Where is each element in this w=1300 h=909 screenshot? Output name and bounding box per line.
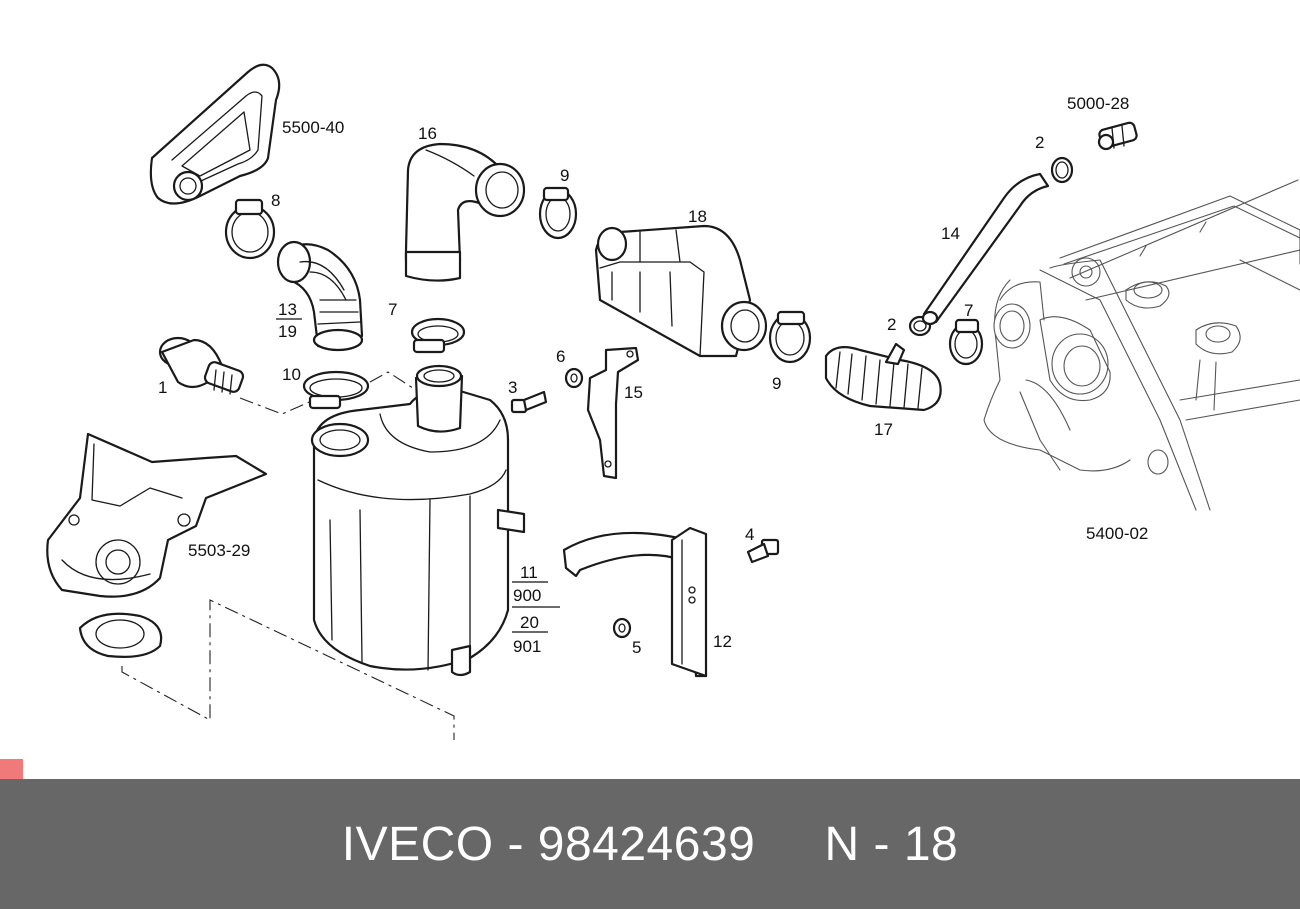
callout-11: 11 xyxy=(520,563,538,582)
part-washer-6 xyxy=(564,367,584,389)
callout-3: 3 xyxy=(508,378,517,397)
callout-18: 18 xyxy=(688,207,707,226)
part-nut-5 xyxy=(612,617,632,639)
callout-7a: 7 xyxy=(388,300,397,319)
callout-17: 17 xyxy=(874,420,893,439)
callout-5503-29: 5503-29 xyxy=(188,541,250,560)
callout-16: 16 xyxy=(418,124,437,143)
callout-9b: 9 xyxy=(772,374,781,393)
footer-bar: IVECO - 98424639 N - 18 xyxy=(0,779,1300,909)
part-cylinder-head xyxy=(983,179,1300,511)
callout-901: 901 xyxy=(513,637,541,656)
part-airflow-meter-18 xyxy=(594,224,768,358)
part-mounting-bracket xyxy=(46,432,268,598)
part-bolt-4 xyxy=(746,538,780,564)
part-valve-fitting xyxy=(1097,121,1138,151)
callout-10: 10 xyxy=(282,365,301,384)
callout-6: 6 xyxy=(556,347,565,366)
part-strap-bracket-12 xyxy=(562,526,708,678)
part-gasket-plate xyxy=(78,612,163,658)
part-corrugated-hose-17 xyxy=(824,342,942,412)
assembly-lines xyxy=(121,371,455,740)
part-clamp-2b xyxy=(908,315,932,337)
part-clamp-7a xyxy=(410,317,466,354)
callout-15: 15 xyxy=(624,383,643,402)
callout-9a: 9 xyxy=(560,166,569,185)
callout-12: 12 xyxy=(713,632,732,651)
callout-7b: 7 xyxy=(964,301,973,320)
callout-5000-28: 5000-28 xyxy=(1067,94,1129,113)
callout-14: 14 xyxy=(941,224,960,243)
part-clamp-7b xyxy=(948,318,984,366)
callout-5400-02: 5400-02 xyxy=(1086,524,1148,543)
part-number-caption: IVECO - 98424639 N - 18 xyxy=(341,817,959,871)
callout-19: 19 xyxy=(278,322,297,341)
part-sensor-1 xyxy=(158,336,245,395)
part-clamp-2a xyxy=(1050,156,1074,184)
callout-2b: 2 xyxy=(887,315,896,334)
part-clamp-9a xyxy=(538,186,578,240)
part-bolt-3 xyxy=(510,390,548,414)
part-intake-grille xyxy=(149,63,281,205)
part-intake-pipe-16 xyxy=(404,142,526,282)
part-clamp-9b xyxy=(768,310,812,364)
corner-marker xyxy=(0,759,23,779)
callout-5: 5 xyxy=(632,638,641,657)
part-bracket-15 xyxy=(586,346,640,480)
part-air-filter-housing xyxy=(310,364,526,677)
part-clamp-8 xyxy=(224,198,276,260)
callout-4: 4 xyxy=(745,525,754,544)
callout-5500-40: 5500-40 xyxy=(282,118,344,137)
diagram-drawing: 5500-40 8 13 19 1 10 7 16 9 18 6 3 15 9 … xyxy=(46,63,1300,740)
callout-8: 8 xyxy=(271,191,280,210)
callout-13: 13 xyxy=(278,300,297,319)
parts-exploded-diagram: 5500-40 8 13 19 1 10 7 16 9 18 6 3 15 9 … xyxy=(46,63,1300,740)
callout-1: 1 xyxy=(158,378,167,397)
part-breather-hose-14 xyxy=(921,172,1050,326)
callout-900: 900 xyxy=(513,586,541,605)
callout-2a: 2 xyxy=(1035,133,1044,152)
callout-20: 20 xyxy=(520,613,539,632)
part-clamp-10 xyxy=(302,370,370,410)
part-elbow-hose-13 xyxy=(276,240,364,352)
